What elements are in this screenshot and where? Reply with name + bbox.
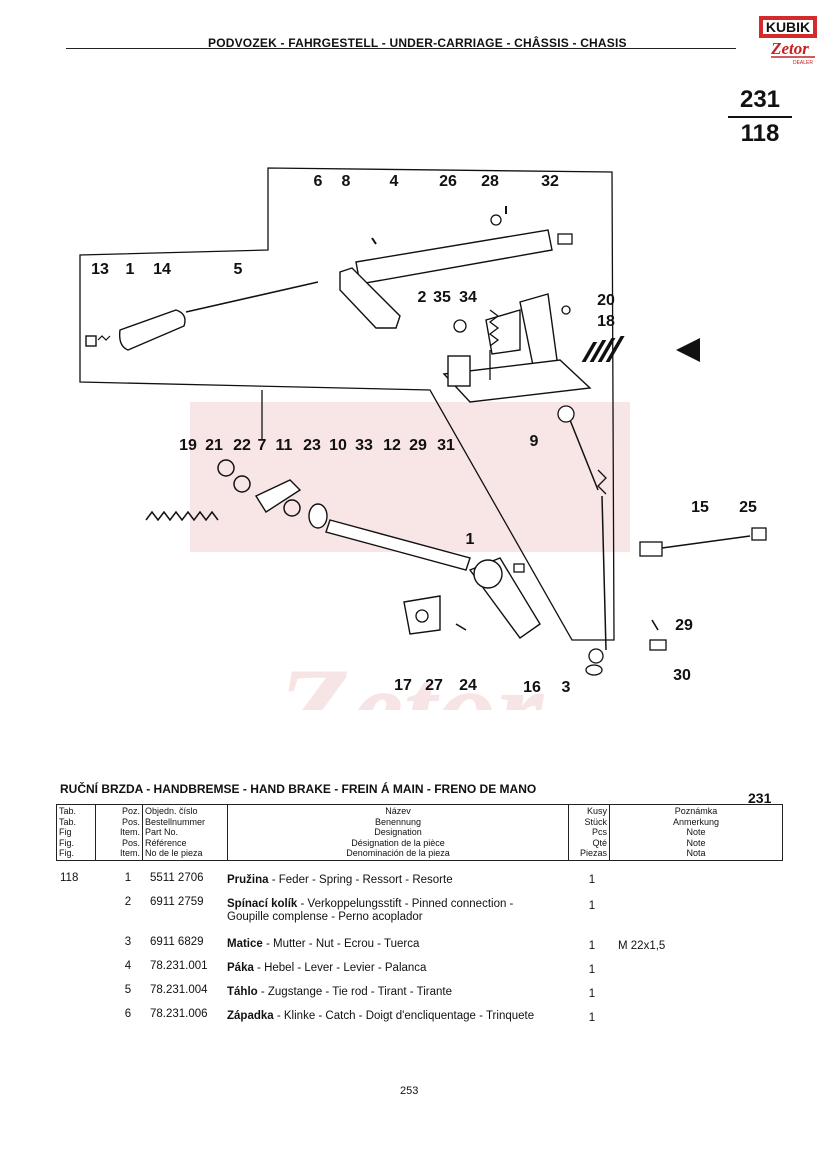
table-row: 2 6911 2759 Spínací kolík - Verkoppelung… [56, 896, 783, 936]
callout-24: 24 [459, 677, 477, 694]
page-number: 253 [400, 1085, 419, 1097]
callout-16: 16 [523, 679, 541, 696]
callout-30: 30 [673, 667, 691, 684]
callout-19: 19 [179, 437, 197, 454]
section-title: RUČNÍ BRZDA - HANDBREMSE - HAND BRAKE - … [60, 782, 537, 796]
table-row: 5 78.231.004 Táhlo - Zugstange - Tie rod… [56, 984, 783, 1008]
callout-9: 9 [530, 433, 539, 450]
section-number: 231 [748, 790, 772, 806]
header-divider [66, 48, 736, 49]
callout-18: 18 [597, 313, 615, 330]
row-qty: 1 [588, 874, 596, 886]
callout-12: 12 [383, 437, 401, 454]
direction-arrow [581, 336, 700, 362]
logo-top-text: KUBIK [766, 19, 810, 35]
row-name: Matice - Mutter - Nut - Ecrou - Tuerca [227, 938, 420, 950]
row-qty: 1 [588, 964, 596, 976]
callout-10: 10 [329, 437, 347, 454]
row-pos: 2 [124, 896, 132, 908]
callout-17: 17 [394, 677, 412, 694]
callout-29: 29 [675, 617, 693, 634]
callout-6: 6 [314, 173, 323, 190]
callout-13: 13 [91, 261, 109, 278]
figure-number: 118 [740, 120, 780, 147]
table-row: 3 6911 6829 Matice - Mutter - Nut - Ecro… [56, 936, 783, 960]
logo-sub-text: DEALER [793, 60, 813, 66]
callout-29: 29 [409, 437, 427, 454]
callout-22: 22 [233, 437, 251, 454]
callout-14: 14 [153, 261, 171, 278]
callout-5: 5 [234, 261, 243, 278]
row-qty: 1 [588, 900, 596, 912]
kubik-zetor-logo: KUBIK Zetor DEALER [757, 12, 819, 66]
row-part-number: 6911 2759 [150, 896, 204, 908]
table-row: 118 1 5511 2706 Pružina - Feder - Spring… [56, 872, 783, 896]
callout-33: 33 [355, 437, 373, 454]
callout-11: 11 [276, 437, 293, 454]
row-part-number: 78.231.006 [150, 1008, 208, 1020]
callout-25: 25 [739, 499, 757, 516]
row-pos: 3 [124, 936, 132, 948]
row-name: Táhlo - Zugstange - Tie rod - Tirant - T… [227, 986, 452, 998]
row-part-number: 6911 6829 [150, 936, 204, 948]
row-qty: 1 [588, 988, 596, 1000]
table-row: 6 78.231.006 Západka - Klinke - Catch - … [56, 1008, 783, 1048]
row-part-number: 78.231.001 [150, 960, 208, 972]
callout-15: 15 [691, 499, 709, 516]
diagram-svg: Zetor [79, 167, 767, 776]
row-part-number: 5511 2706 [150, 872, 204, 884]
callout-28: 28 [481, 173, 499, 190]
exploded-view-diagram: Zetor [0, 150, 826, 776]
col-pos: Poz.Pos.Item.Pos.Item. [95, 804, 143, 861]
callout-2: 2 [418, 289, 427, 306]
row-qty: 1 [588, 1012, 596, 1024]
callout-26: 26 [439, 173, 457, 190]
callout-34: 34 [459, 289, 477, 306]
page-group-number: 231 [739, 86, 781, 113]
callout-8: 8 [342, 173, 351, 190]
callout-23: 23 [303, 437, 321, 454]
callout-31: 31 [437, 437, 455, 454]
row-tab: 118 [60, 872, 79, 884]
row-pos: 5 [124, 984, 132, 996]
row-name: Pružina - Feder - Spring - Ressort - Res… [227, 874, 453, 886]
callout-35: 35 [433, 289, 451, 306]
page-header-title: PODVOZEK - FAHRGESTELL - UNDER-CARRIAGE … [208, 36, 627, 50]
callout-7: 7 [258, 437, 267, 454]
callout-20: 20 [597, 292, 615, 309]
row-part-number: 78.231.004 [150, 984, 208, 996]
logo-bottom-text: Zetor [770, 39, 809, 58]
row-qty: 1 [588, 940, 596, 952]
row-name: Spínací kolík - Verkoppelungsstift - Pin… [227, 898, 514, 923]
callout-27: 27 [425, 677, 443, 694]
row-pos: 4 [124, 960, 132, 972]
callout-1: 1 [466, 531, 475, 548]
callout-21: 21 [205, 437, 223, 454]
callout-4: 4 [390, 173, 399, 190]
callout-32: 32 [541, 173, 559, 190]
row-name: Západka - Klinke - Catch - Doigt d'encli… [227, 1010, 535, 1022]
table-row: 4 78.231.001 Páka - Hebel - Lever - Levi… [56, 960, 783, 984]
row-note: M 22x1,5 [618, 940, 666, 952]
row-name: Páka - Hebel - Lever - Levier - Palanca [227, 962, 427, 974]
row-pos: 1 [124, 872, 132, 884]
page-id-divider [728, 116, 792, 118]
callout-1: 1 [126, 261, 135, 278]
callout-3: 3 [562, 679, 571, 696]
row-pos: 6 [124, 1008, 132, 1020]
